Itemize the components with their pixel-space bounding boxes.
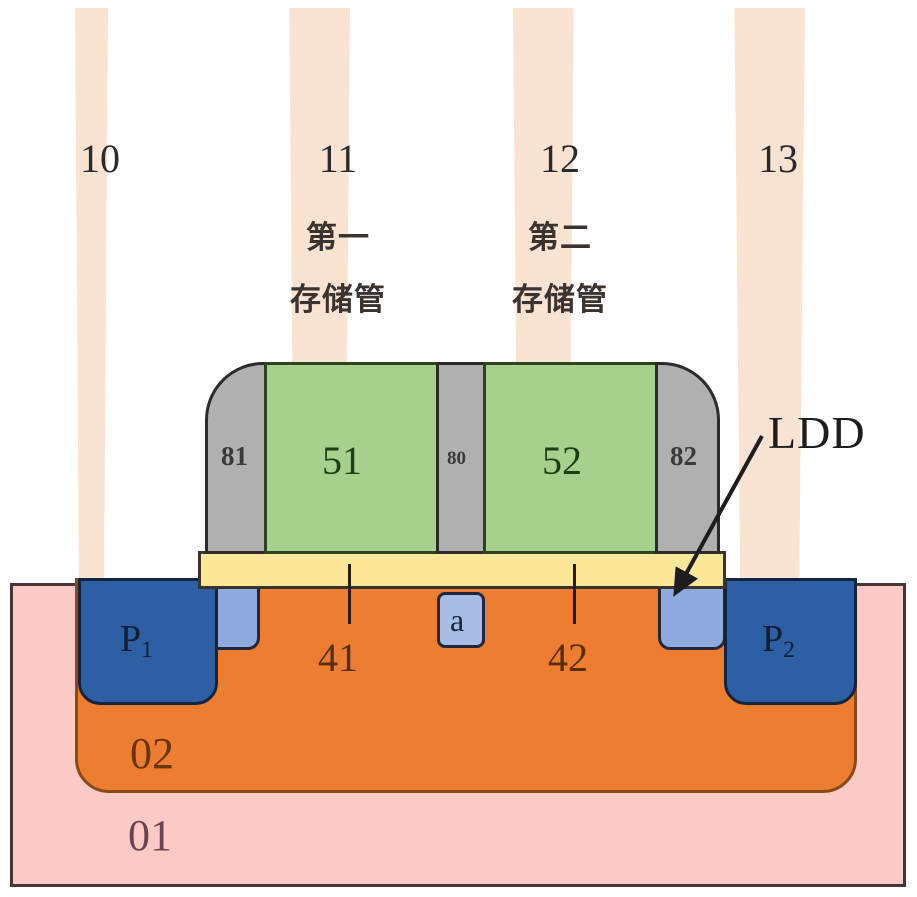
- contact-p2-letter: P: [762, 618, 784, 660]
- gate-oxide-layer: [198, 551, 726, 589]
- contact-p2-subscript: 2: [783, 637, 795, 663]
- contact-p1-subscript: 1: [141, 637, 153, 663]
- ldd-callout-label: LDD: [768, 407, 866, 458]
- spacer-80-label: 80: [447, 448, 466, 469]
- spacer-80: [436, 362, 486, 554]
- column-cn-line1-11: 第一: [306, 220, 370, 256]
- substrate-label: 01: [128, 811, 172, 860]
- column-band-13: [734, 8, 805, 583]
- contact-p1: [78, 578, 218, 705]
- column-band-10: [75, 8, 108, 583]
- gate-52: [483, 362, 658, 554]
- channel-a-label: a: [450, 602, 465, 638]
- contact-p2-label: P2: [762, 617, 795, 663]
- column-cn-line2-11: 存储管: [290, 282, 386, 318]
- column-label-13: 13: [758, 136, 798, 181]
- column-label-10: 10: [80, 136, 120, 181]
- column-label-12: 12: [540, 136, 580, 181]
- gate-51-label: 51: [322, 438, 362, 483]
- gate-52-label: 52: [542, 438, 582, 483]
- column-label-11: 11: [318, 136, 358, 181]
- channel-a-box: [437, 592, 485, 648]
- channel-41-label: 41: [318, 635, 358, 680]
- column-cn-line2-12: 存储管: [512, 282, 608, 318]
- contact-p2: [724, 578, 857, 705]
- channel-42-label: 42: [548, 635, 588, 680]
- gate-51: [264, 362, 439, 554]
- well-label: 02: [130, 729, 174, 778]
- spacer-81-label: 81: [221, 441, 248, 471]
- leader-line-42: [573, 564, 576, 624]
- column-cn-line1-12: 第二: [528, 220, 592, 256]
- contact-p1-label: P1: [120, 617, 153, 663]
- leader-line-41: [348, 564, 351, 624]
- spacer-82-label: 82: [670, 441, 697, 471]
- ldd-region-right: [658, 585, 726, 650]
- contact-p1-letter: P: [120, 618, 142, 660]
